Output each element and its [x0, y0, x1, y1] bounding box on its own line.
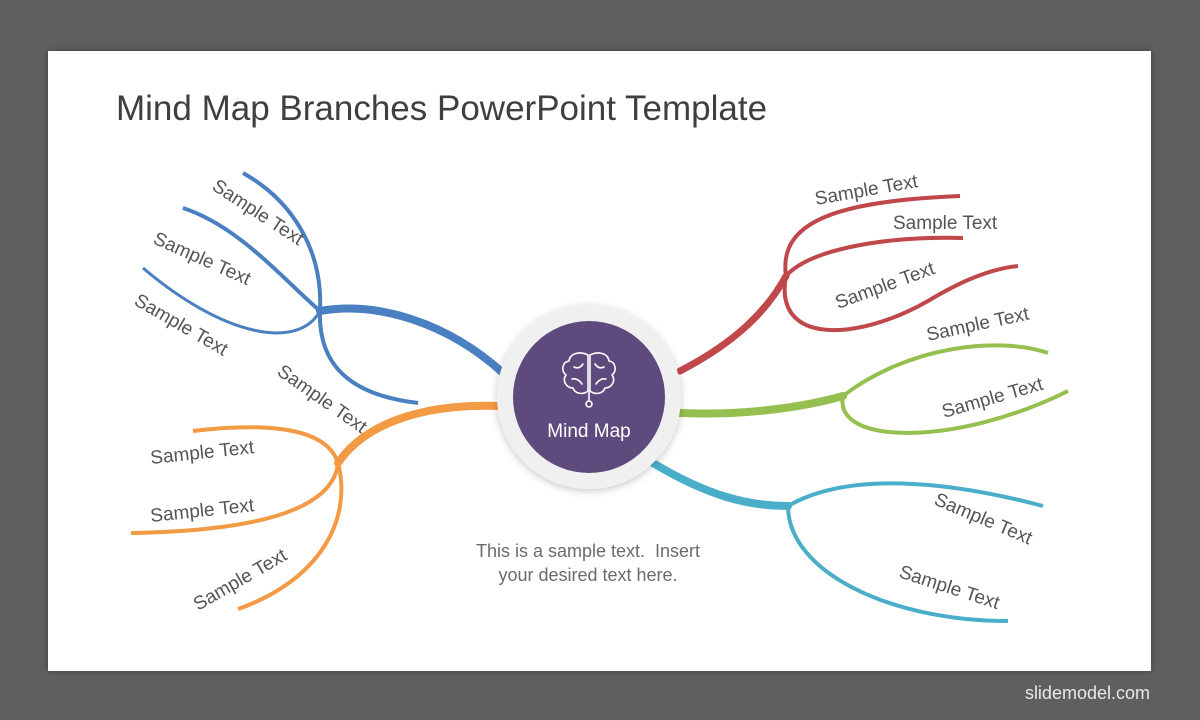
branch-blue-trunk: [316, 304, 507, 377]
brain-icon: [562, 352, 616, 408]
green-branch-label: Sample Text: [925, 304, 1032, 346]
blue-branch-label: Sample Text: [208, 176, 307, 251]
mind-map-diagram: Mind Map Sample Text Sample Text Sample …: [130, 171, 1069, 623]
orange-branch-label: Sample Text: [190, 545, 291, 616]
branch-orange-trunk: [334, 401, 504, 467]
caption-line: This is a sample text. Insert: [475, 541, 701, 561]
blue-branch-label: Sample Text: [131, 290, 232, 361]
branch-blue-twig: [142, 266, 322, 335]
teal-branch-label: Sample Text: [896, 562, 1002, 614]
branch-green-twig: [841, 343, 1049, 398]
branch-orange-twig: [130, 462, 340, 535]
blue-branch-label: Sample Text: [273, 361, 371, 438]
branch-teal-trunk: [649, 459, 792, 510]
slide-title: Mind Map Branches PowerPoint Template: [116, 89, 768, 128]
caption-text: This is a sample text. Insert your desir…: [428, 539, 748, 587]
branch-red-twig: [784, 235, 964, 278]
branch-blue-twig: [242, 171, 323, 312]
red-branch-label: Sample Text: [893, 213, 998, 234]
green-branch-label: Sample Text: [940, 374, 1047, 423]
branch-teal: [649, 459, 1044, 623]
center-node: Mind Map: [497, 305, 681, 489]
branch-green-twig: [840, 389, 1069, 435]
caption-line: your desired text here.: [498, 565, 678, 585]
branch-orange-twig: [192, 425, 340, 464]
branch-orange-twig: [237, 462, 344, 611]
branch-red: [676, 194, 1019, 375]
slide: Mind Map Branches PowerPoint Template: [48, 51, 1151, 671]
branch-red-trunk: [676, 272, 790, 375]
branch-blue-twig: [182, 206, 322, 313]
branch-blue: [142, 171, 507, 405]
branch-teal-twig: [786, 505, 1009, 623]
orange-branch-label: Sample Text: [149, 437, 256, 469]
branch-red-twig: [783, 194, 961, 277]
branch-green-trunk: [676, 392, 847, 418]
branch-red-twig: [782, 264, 1019, 333]
orange-branch-label: Sample Text: [149, 495, 256, 527]
watermark: slidemodel.com: [1024, 683, 1150, 703]
branch-teal-twig: [786, 481, 1044, 508]
center-label: Mind Map: [547, 421, 630, 442]
branch-orange: [130, 401, 504, 611]
branch-green: [676, 343, 1069, 435]
branch-blue-twig: [317, 310, 419, 405]
